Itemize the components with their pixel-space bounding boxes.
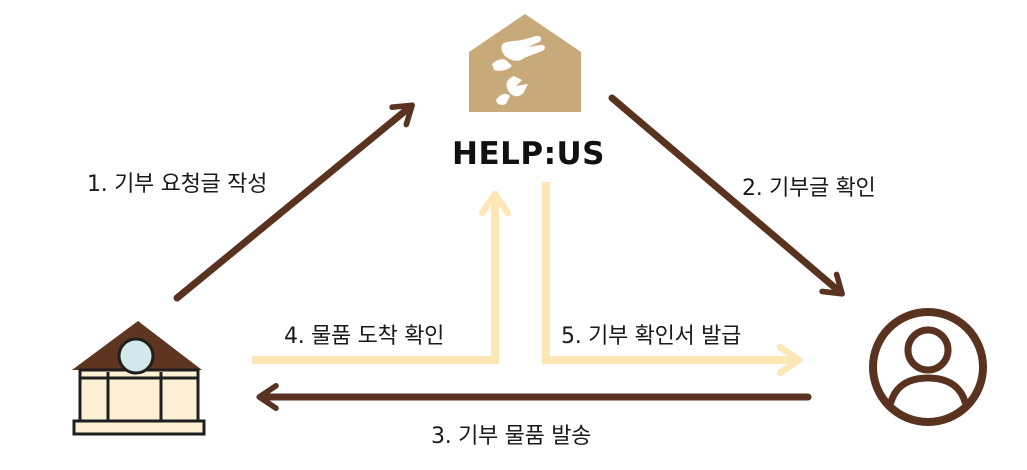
help-us-logo-icon [469,14,581,112]
step-4-label: 4. 물품 도착 확인 [284,324,445,349]
step-2-label: 2. 기부글 확인 [742,176,876,201]
step-5-label: 5. 기부 확인서 발급 [561,324,742,349]
person-circle-icon [869,308,987,426]
arrow-step-1 [173,102,415,302]
arrow-step-4 [252,190,511,364]
step-1-label: 1. 기부 요청글 작성 [87,172,268,197]
arrow-step-2 [608,94,845,297]
arrow-step-5 [542,182,803,376]
step-3-label: 3. 기부 물품 발송 [431,424,592,449]
brand-name: HELP:US [452,136,605,172]
institution-building-icon [72,321,206,436]
